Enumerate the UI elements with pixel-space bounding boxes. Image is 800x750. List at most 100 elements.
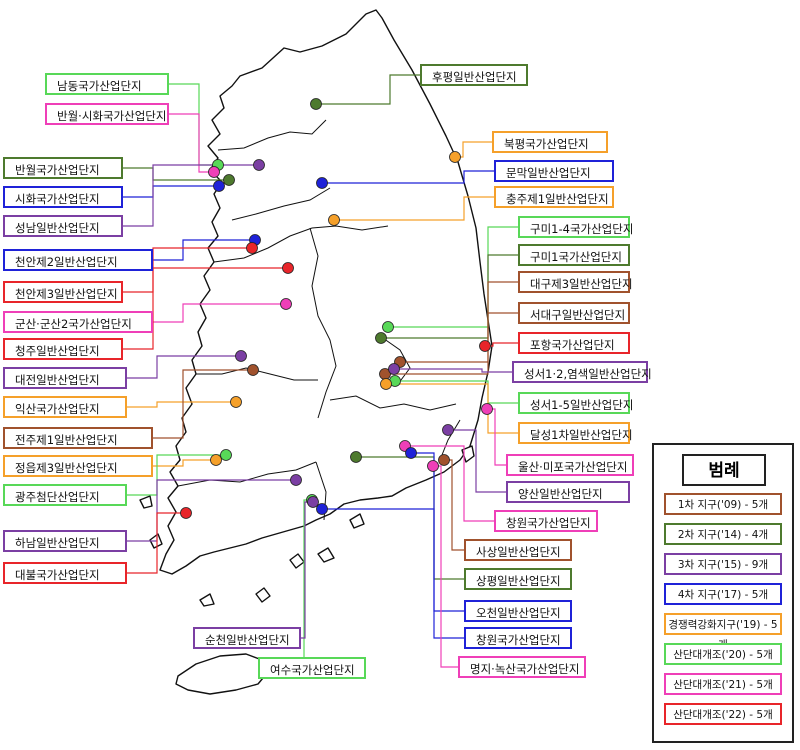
- leader-line: [127, 479, 296, 542]
- complex-label: 달성1차일반산업단지: [518, 422, 633, 444]
- complex-label: 구미1-4국가산업단지: [518, 216, 633, 238]
- complex-label: 대전일반산업단지: [3, 367, 127, 389]
- complex-marker: [235, 350, 247, 362]
- complex-label: 문막일반산업단지: [494, 160, 614, 182]
- leader-line: [433, 465, 458, 668]
- leader-line: [153, 369, 253, 439]
- complex-marker: [449, 151, 461, 163]
- korea-land: [139, 9, 493, 695]
- complex-marker: [213, 180, 225, 192]
- leader-line: [123, 185, 219, 198]
- leader-line: [405, 445, 494, 522]
- legend-item: 4차 지구('17) - 5개: [664, 583, 782, 605]
- complex-label: 구미1국가산업단지: [518, 244, 630, 266]
- complex-label: 청주일반산업단지: [3, 338, 123, 360]
- complex-marker: [253, 159, 265, 171]
- leader-line: [487, 408, 506, 466]
- complex-label: 성남일반산업단지: [3, 215, 123, 237]
- complex-marker: [208, 166, 220, 178]
- leader-line: [394, 368, 512, 373]
- complex-label: 남동국가산업단지: [45, 73, 169, 95]
- complex-label: 충주제1일반산업단지: [494, 186, 614, 208]
- complex-marker: [438, 454, 450, 466]
- complex-label: 울산·미포국가산업단지: [506, 454, 634, 476]
- complex-label: 대구제3일반산업단지: [518, 271, 633, 293]
- legend-item: 1차 지구('09) - 5개: [664, 493, 782, 515]
- complex-label: 군산·군산2국가산업단지: [3, 311, 153, 333]
- leader-line: [123, 164, 259, 227]
- complex-marker: [479, 340, 491, 352]
- complex-label: 전주제1일반산업단지: [3, 427, 153, 449]
- complex-marker: [405, 447, 417, 459]
- legend-item: 산단대개조('20) - 5개: [664, 643, 782, 665]
- complex-label: 상평일반산업단지: [464, 568, 572, 590]
- legend-item: 2차 지구('14) - 4개: [664, 523, 782, 545]
- leader-line: [322, 508, 464, 639]
- complex-label: 창원국가산업단지: [494, 510, 598, 532]
- complex-markers: [180, 98, 493, 519]
- complex-label: 오천일반산업단지: [464, 600, 572, 622]
- complex-marker: [223, 174, 235, 186]
- complex-marker: [375, 332, 387, 344]
- complex-marker: [382, 321, 394, 333]
- leader-line: [153, 459, 216, 467]
- complex-marker: [210, 454, 222, 466]
- complex-label: 사상일반산업단지: [464, 539, 572, 561]
- complex-marker: [328, 214, 340, 226]
- complex-label: 반월·시화국가산업단지: [45, 103, 169, 125]
- complex-label: 광주첨단산업단지: [3, 484, 127, 506]
- legend-item: 산단대개조('22) - 5개: [664, 703, 782, 725]
- leader-line: [455, 141, 492, 158]
- leader-line: [127, 401, 236, 408]
- legend-box: 범례 1차 지구('09) - 5개 2차 지구('14) - 4개 3차 지구('…: [652, 443, 794, 743]
- complex-label: 하남일반산업단지: [3, 530, 127, 552]
- complex-marker: [481, 403, 493, 415]
- complex-label: 양산일반산업단지: [506, 481, 630, 503]
- complex-label: 익산국가산업단지: [3, 396, 127, 418]
- complex-marker: [246, 242, 258, 254]
- legend-item: 3차 지구('15) - 9개: [664, 553, 782, 575]
- complex-label: 여수국가산업단지: [258, 657, 366, 679]
- complex-label: 천안제3일반산업단지: [3, 281, 123, 303]
- complex-label: 정읍제3일반산업단지: [3, 455, 153, 477]
- complex-marker: [388, 363, 400, 375]
- complex-label: 북평국가산업단지: [492, 131, 608, 153]
- leader-line: [153, 303, 286, 323]
- leader-line: [127, 454, 226, 496]
- complex-label: 순천일반산업단지: [193, 627, 301, 649]
- complex-marker: [316, 503, 328, 515]
- leader-line: [169, 83, 218, 166]
- leader-line: [444, 459, 464, 551]
- complex-marker: [310, 98, 322, 110]
- complex-marker: [380, 378, 392, 390]
- complex-marker: [307, 496, 319, 508]
- complex-label: 대불국가산업단지: [3, 562, 127, 584]
- province-borders: [177, 119, 461, 521]
- complex-marker: [290, 474, 302, 486]
- complex-marker: [350, 451, 362, 463]
- complex-label: 포항국가산업단지: [518, 332, 630, 354]
- leader-line: [153, 239, 255, 261]
- complex-label: 성서1-5일반산업단지: [518, 392, 633, 414]
- complex-label: 반월국가산업단지: [3, 157, 123, 179]
- complex-marker: [427, 460, 439, 472]
- leader-line: [127, 512, 186, 574]
- complex-label: 창원국가산업단지: [464, 627, 572, 649]
- complex-label: 후평일반산업단지: [420, 64, 528, 86]
- complex-label: 시화국가산업단지: [3, 186, 123, 208]
- complex-label: 명지·녹산국가산업단지: [458, 656, 586, 678]
- leader-line: [127, 355, 241, 379]
- leader-line: [123, 267, 288, 350]
- leader-line: [322, 170, 494, 184]
- legend-title: 범례: [682, 454, 766, 486]
- leader-line: [448, 429, 506, 493]
- complex-label: 서대구일반산업단지: [518, 302, 630, 324]
- complex-label: 성서1·2,염색일반산업단지: [512, 361, 652, 383]
- complex-marker: [220, 449, 232, 461]
- leader-line: [316, 74, 420, 105]
- complex-marker: [316, 177, 328, 189]
- complex-label: 천안제2일반산업단지: [3, 249, 153, 271]
- complex-marker: [280, 298, 292, 310]
